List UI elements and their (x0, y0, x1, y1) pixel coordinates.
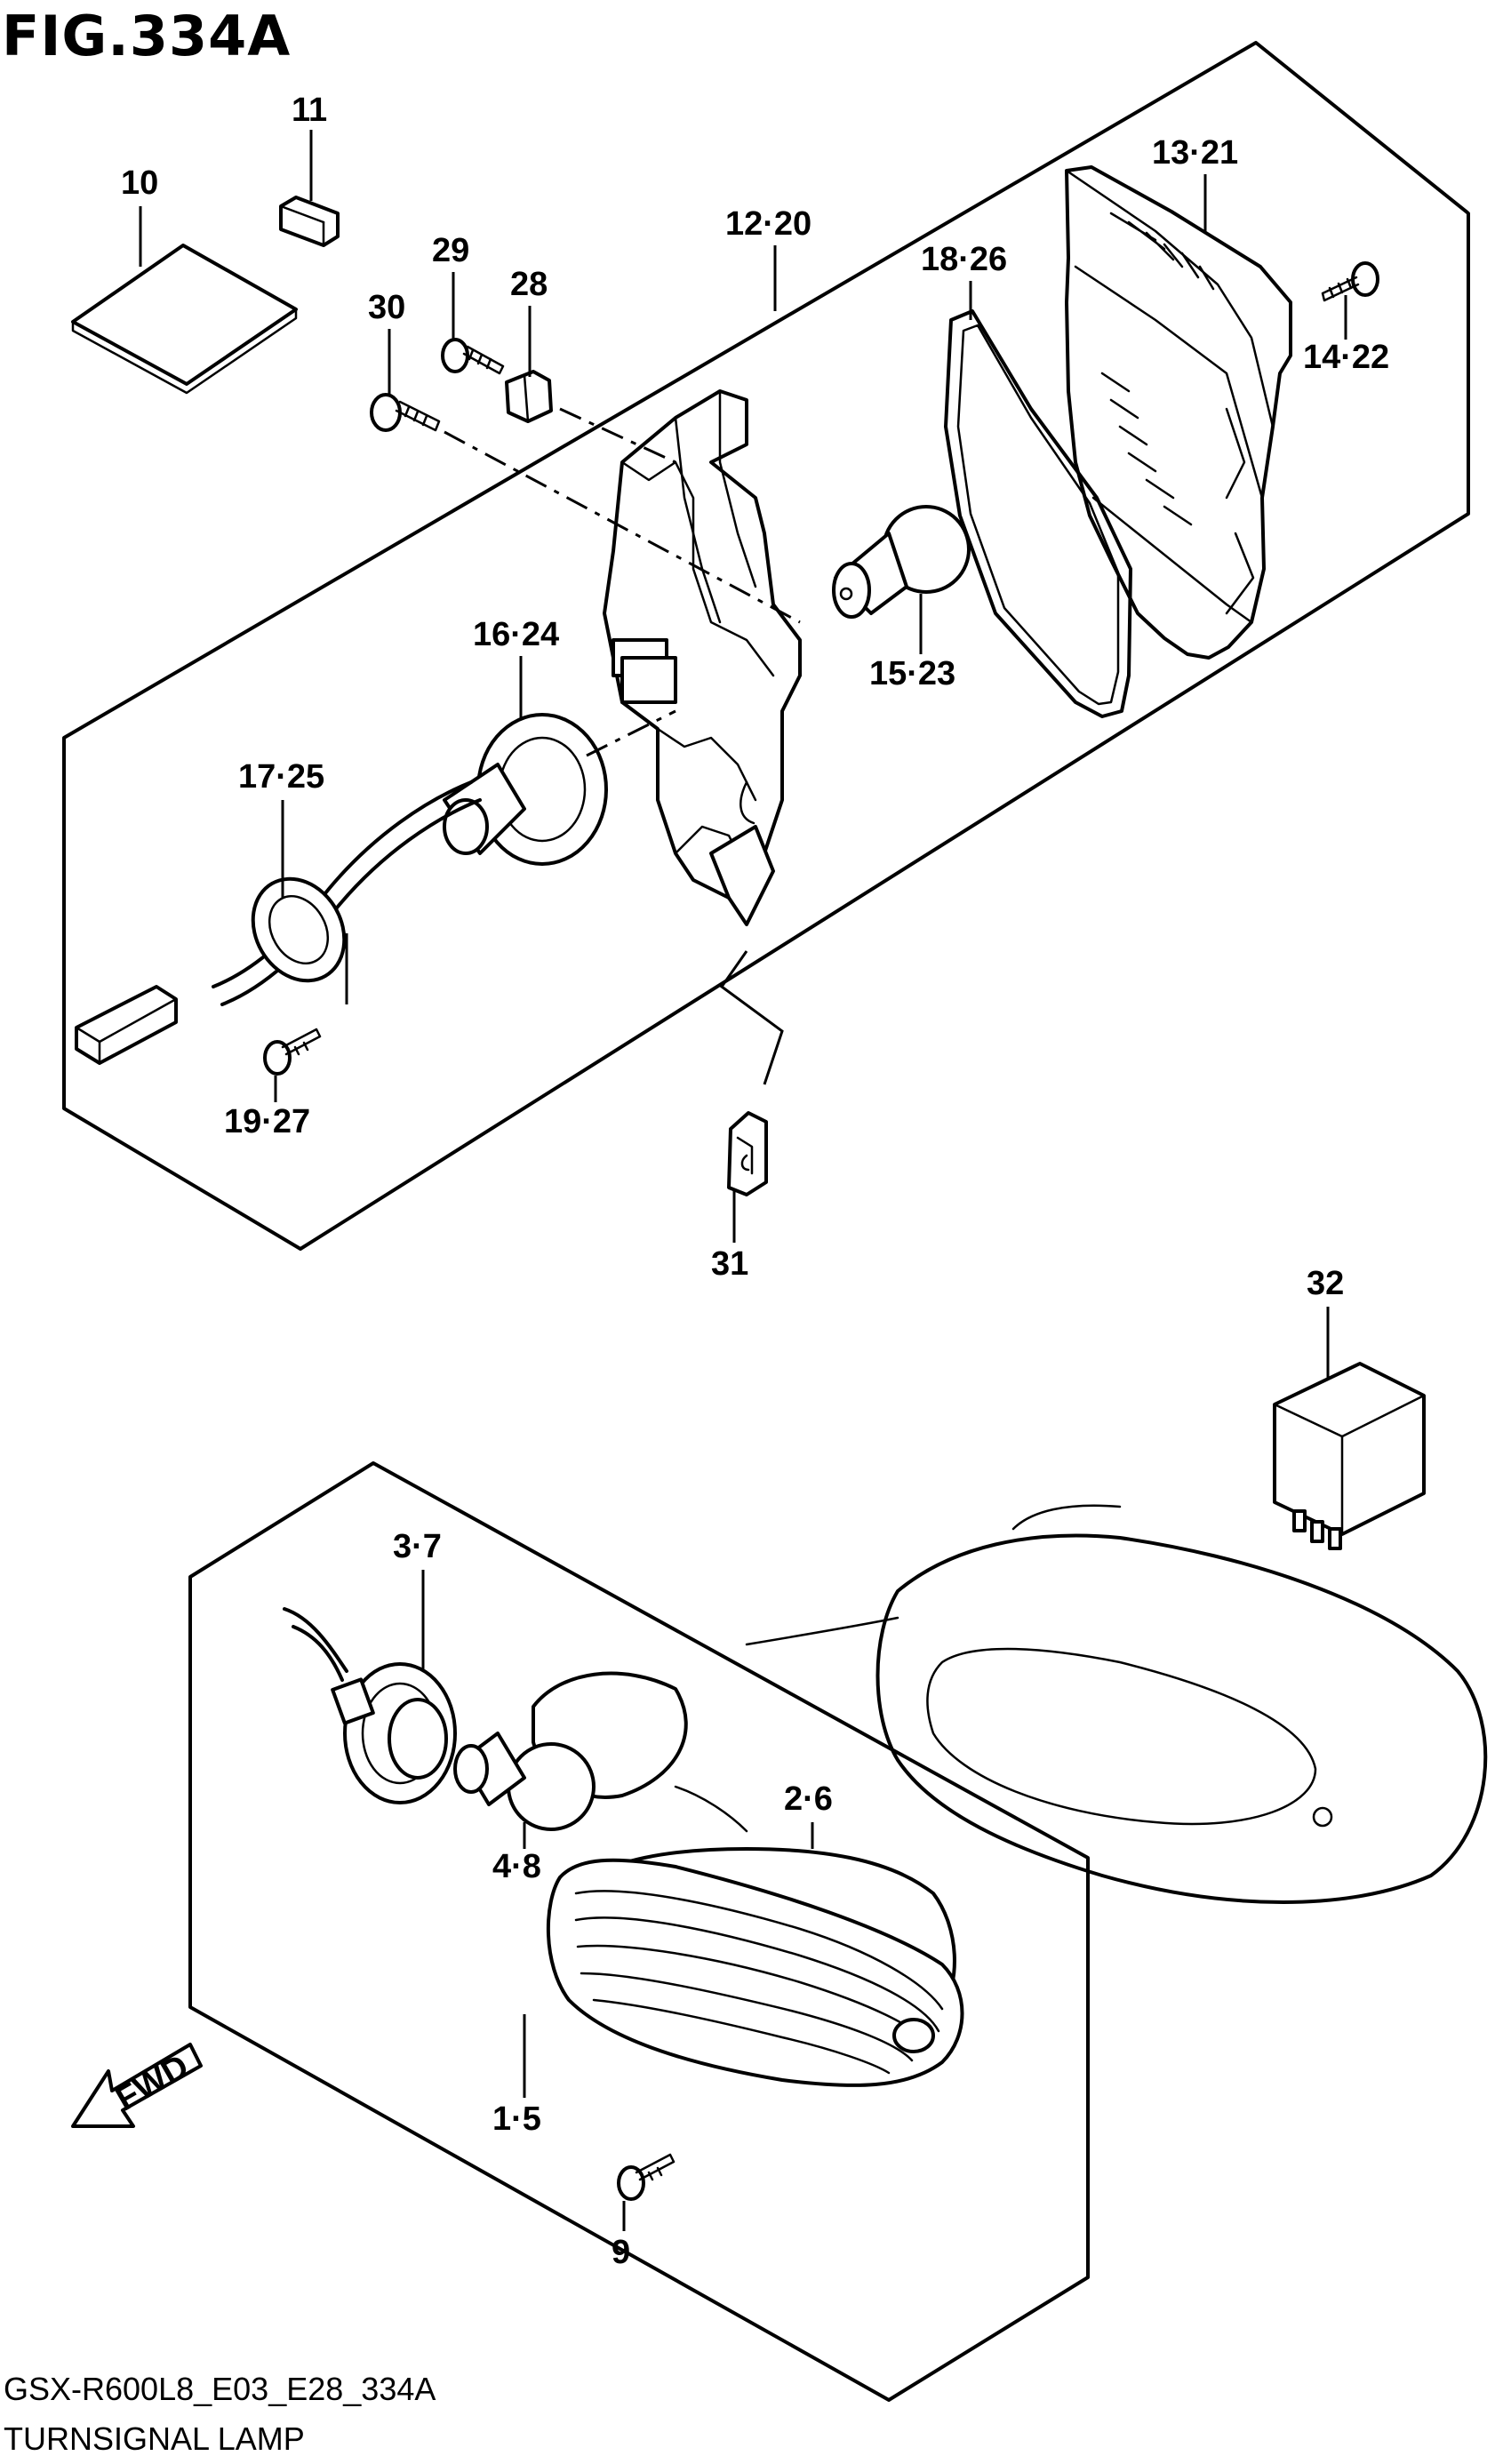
fwd-arrow-label: FWD (110, 2048, 196, 2119)
callout-28: 28 (510, 266, 548, 303)
figure-code: GSX-R600L8_E03_E28_334A (4, 2371, 436, 2407)
part-14-screw (1321, 261, 1379, 302)
part-9-screw (617, 2153, 676, 2201)
part-10-pad (71, 244, 298, 395)
part-13-lens (1065, 165, 1292, 660)
guide-line-28 (559, 407, 676, 464)
callout-17-25: 17·25 (238, 758, 324, 796)
callout-16-24: 16·24 (473, 616, 559, 653)
upper-group-frame (62, 41, 1470, 1251)
part-3-socket (283, 1607, 457, 1804)
part-4-bulb (453, 1732, 596, 1831)
part-15-bulb (832, 505, 971, 619)
callout-2-6: 2·6 (784, 1780, 833, 1818)
guide-line-socket (586, 709, 676, 757)
callout-4-8: 4·8 (492, 1848, 541, 1885)
callout-13-21: 13·21 (1152, 134, 1238, 172)
callout-19-27: 19·27 (224, 1103, 310, 1140)
callout-31: 31 (711, 1245, 748, 1283)
callout-9: 9 (612, 2234, 630, 2271)
callout-14-22: 14·22 (1303, 339, 1389, 376)
callout-3-7: 3·7 (393, 1528, 442, 1565)
part-19-screw (263, 1028, 322, 1076)
mirror-housing (745, 1504, 1488, 1904)
callout-11: 11 (292, 92, 327, 129)
fwd-arrow-icon: FWD (71, 2043, 203, 2128)
callout-30: 30 (368, 289, 405, 326)
part-29-screw (441, 338, 505, 375)
lower-group-frame (188, 1461, 1090, 2402)
callout-10: 10 (121, 164, 158, 202)
part-11-block (279, 196, 340, 247)
part-28-clip (505, 370, 553, 423)
part-12-bracket (603, 389, 802, 926)
part-17-harness (75, 780, 482, 1065)
figure-title: FIG.334A (2, 4, 291, 68)
callout-1-5: 1·5 (492, 2100, 541, 2138)
part-1-lamp (546, 1858, 964, 2087)
part-18-gasket (944, 309, 1132, 718)
figure-name: TURNSIGNAL LAMP (4, 2420, 305, 2457)
part-16-socket (443, 713, 608, 866)
guide-line-31 (719, 950, 784, 1085)
callout-29: 29 (432, 232, 469, 269)
part-32-relay (1273, 1362, 1426, 1550)
part-31-clip (727, 1111, 768, 1196)
callout-15-23: 15·23 (869, 655, 955, 692)
part-30-screw (370, 393, 441, 432)
callout-32: 32 (1307, 1265, 1344, 1302)
guide-line-30 (444, 430, 801, 624)
callout-18-26: 18·26 (921, 241, 1007, 278)
callout-12-20: 12·20 (725, 205, 811, 243)
